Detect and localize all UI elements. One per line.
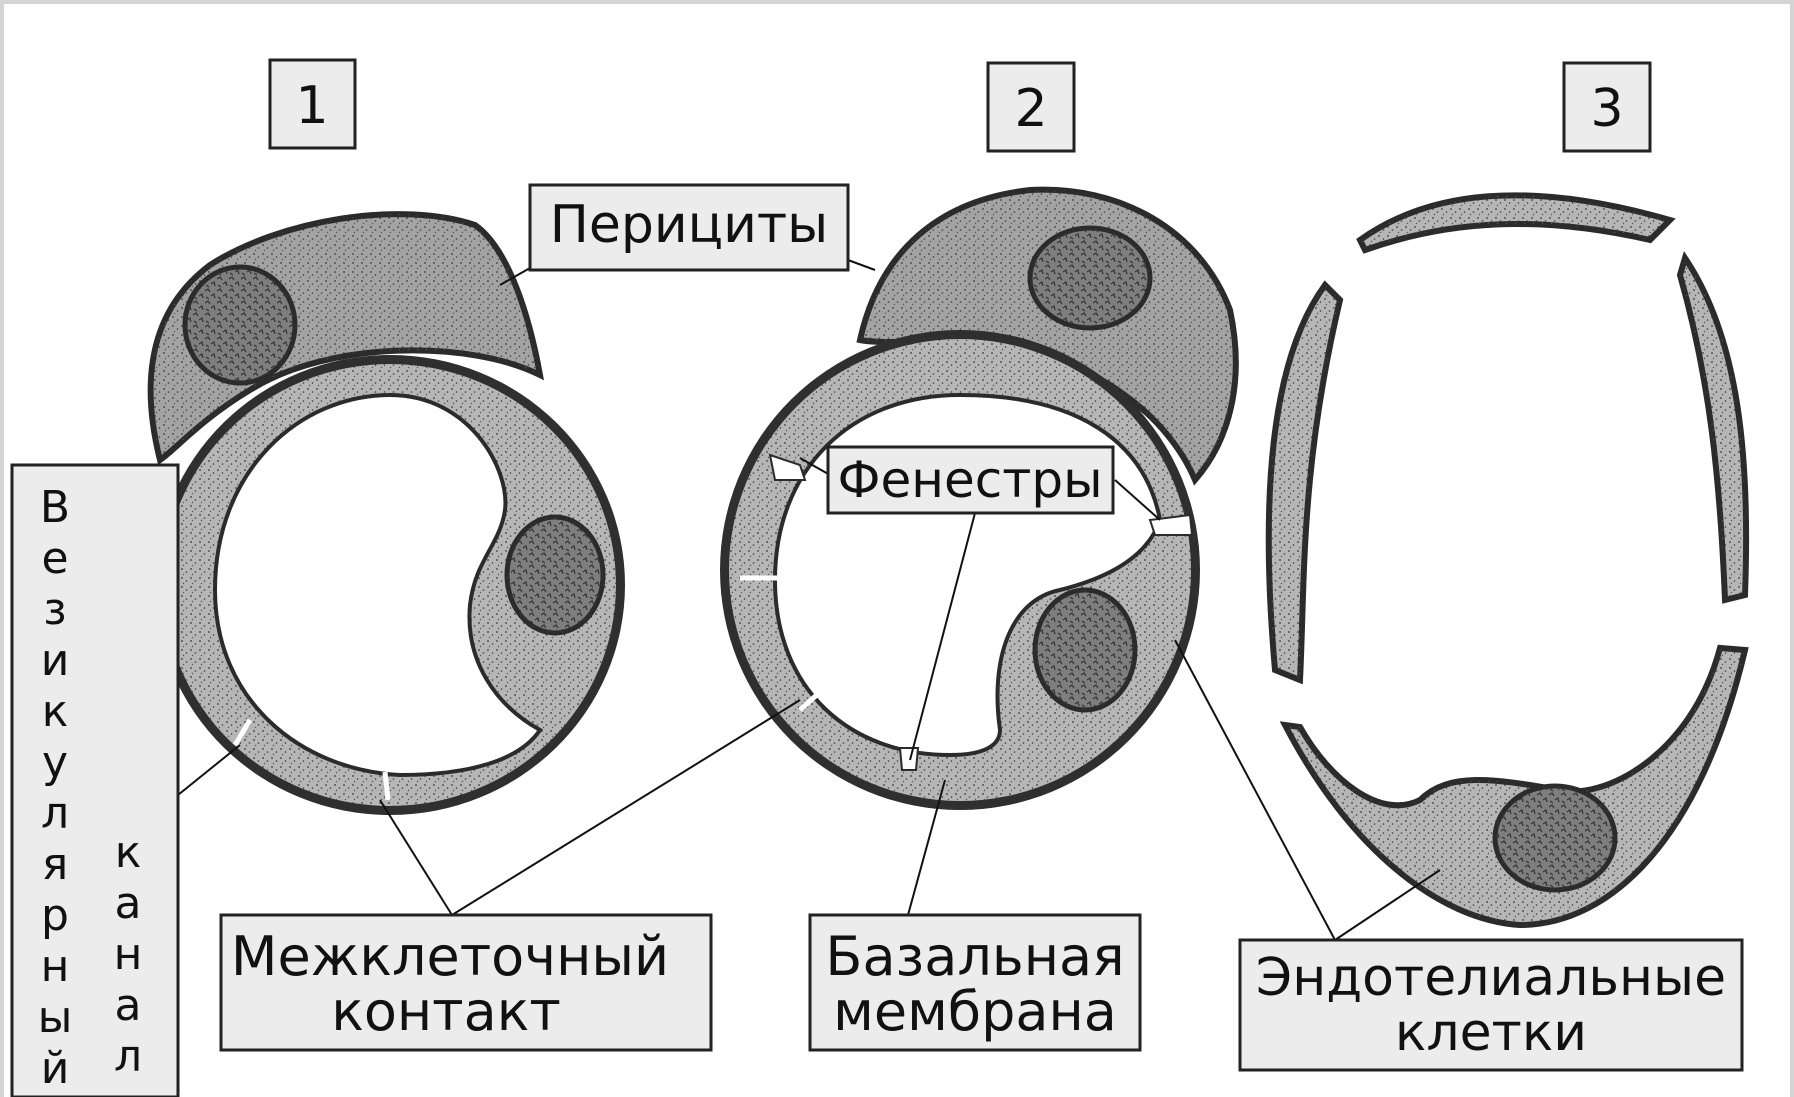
label-basal-membrane: Базальная мембрана (810, 915, 1140, 1050)
svg-text:Фенестры: Фенестры (837, 451, 1102, 509)
svg-text:мембрана: мембрана (833, 980, 1117, 1043)
panel-2-number: 2 (1014, 79, 1047, 139)
svg-text:Эндотелиальные: Эндотелиальные (1256, 948, 1726, 1008)
panel-1-intercellular-contact (385, 772, 388, 800)
label-pericytes: Перициты (530, 185, 848, 270)
label-fenestrae: Фенестры (828, 447, 1113, 513)
label-intercellular-contact: Межклеточный контакт (221, 915, 711, 1050)
svg-text:Межклеточный: Межклеточный (231, 925, 669, 988)
panel-3-number: 3 (1590, 79, 1623, 139)
svg-text:Перициты: Перициты (550, 195, 828, 255)
label-endothelial-cells: Эндотелиальные клетки (1240, 940, 1742, 1070)
panel-1-number: 1 (295, 76, 328, 136)
svg-text:Базальная: Базальная (825, 925, 1124, 988)
svg-text:контакт: контакт (331, 980, 561, 1043)
panel-2-fenestra (900, 748, 918, 770)
svg-text:клетки: клетки (1395, 1003, 1587, 1063)
